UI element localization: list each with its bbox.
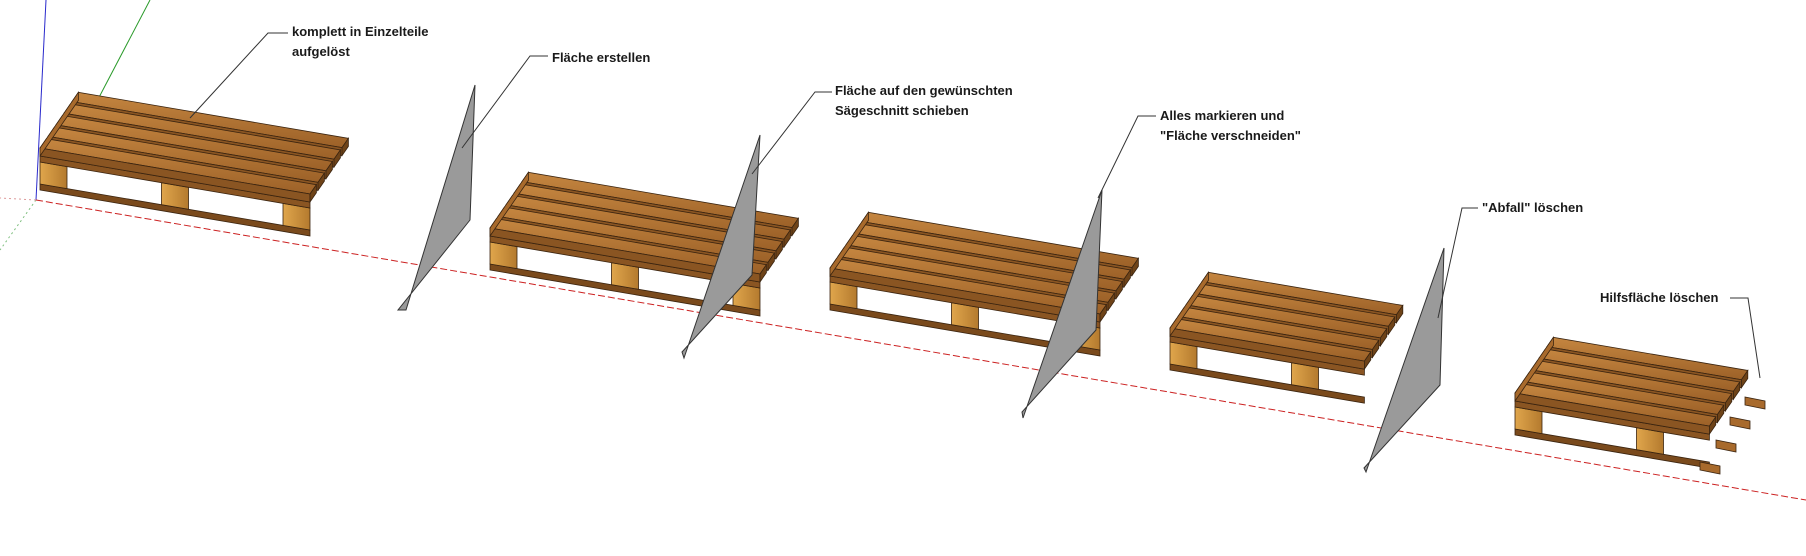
red-axis [35, 199, 1806, 501]
annotation-line: komplett in Einzelteile [292, 24, 429, 39]
plank-end [1099, 303, 1107, 324]
pallet [1169, 271, 1404, 404]
annotation-line: Hilfsfläche löschen [1600, 290, 1719, 305]
plank-end [791, 217, 799, 237]
plank-left [489, 171, 529, 238]
bottom-board [1169, 363, 1365, 404]
leader-lines [189, 32, 1761, 379]
plank-left [829, 211, 869, 278]
pallet [39, 91, 350, 237]
plank-tail [1729, 416, 1751, 430]
section-planes [396, 84, 1445, 474]
pallet [1514, 336, 1749, 469]
section-plane [1363, 247, 1445, 474]
plank-end [1709, 415, 1717, 436]
leader-line [751, 91, 832, 175]
plank-tail [1744, 396, 1766, 410]
annotation-intersect: Alles markieren und "Fläche verschneiden… [1160, 106, 1301, 146]
green-axis-dotted [0, 199, 37, 251]
blue-axis [35, 0, 47, 201]
annotation-line: Alles markieren und [1160, 108, 1285, 123]
plank-end [1717, 403, 1725, 424]
plank-end [759, 263, 767, 284]
plank-end [333, 148, 341, 169]
plank-tail [1699, 461, 1721, 475]
plank-end [775, 240, 783, 261]
plank-end [767, 251, 775, 272]
annotation-line: Fläche erstellen [552, 50, 651, 65]
annotation-delete-waste: "Abfall" löschen [1482, 198, 1583, 218]
plank-end [1396, 304, 1404, 325]
plank-end [1741, 369, 1749, 390]
leader-line [189, 32, 288, 119]
plank-left [1169, 271, 1209, 338]
plank-end [1364, 350, 1372, 371]
plank-end [1123, 268, 1131, 289]
bottom-board [1514, 428, 1710, 469]
plank-left [1514, 336, 1554, 403]
plank-end [1388, 315, 1396, 336]
pallet [489, 171, 800, 317]
red-axis-dotted [0, 197, 37, 201]
annotation-delete-helper: Hilfsfläche löschen [1600, 288, 1718, 308]
green-axis [94, 0, 151, 106]
annotation-line: "Abfall" löschen [1482, 200, 1584, 215]
annotation-line: Sägeschnitt schieben [835, 103, 969, 118]
pallets [39, 91, 1766, 475]
annotation-line: aufgelöst [292, 44, 350, 59]
plank-end [325, 160, 333, 181]
annotation-line: Fläche auf den gewünschten [835, 83, 1013, 98]
leader-line [1730, 297, 1761, 379]
section-plane [1021, 189, 1103, 419]
plank-end [1380, 327, 1388, 348]
axes [0, 0, 1806, 501]
plank-end [341, 137, 349, 157]
leader-line [461, 55, 548, 149]
annotation-line: "Fläche verschneiden" [1160, 128, 1301, 143]
plank-tail [1715, 439, 1737, 453]
plank-end [1107, 291, 1115, 312]
section-plane [681, 134, 761, 360]
annotation-disassembled: komplett in Einzelteile aufgelöst [292, 22, 429, 62]
annotation-move-face: Fläche auf den gewünschten Sägeschnitt s… [835, 81, 1013, 121]
section-plane [396, 84, 476, 311]
plank-end [1372, 338, 1380, 359]
plank-left [39, 91, 79, 158]
plank-end [1725, 392, 1733, 413]
pallet [829, 211, 1140, 357]
plank-end [1131, 257, 1139, 277]
annotation-create-face: Fläche erstellen [552, 48, 650, 68]
leader-line [1437, 207, 1478, 319]
plank-end [317, 171, 325, 192]
plank-end [1733, 380, 1741, 401]
leader-line [1097, 115, 1156, 199]
plank-end [1115, 280, 1123, 301]
plank-end [783, 228, 791, 249]
plank-end [309, 183, 317, 204]
